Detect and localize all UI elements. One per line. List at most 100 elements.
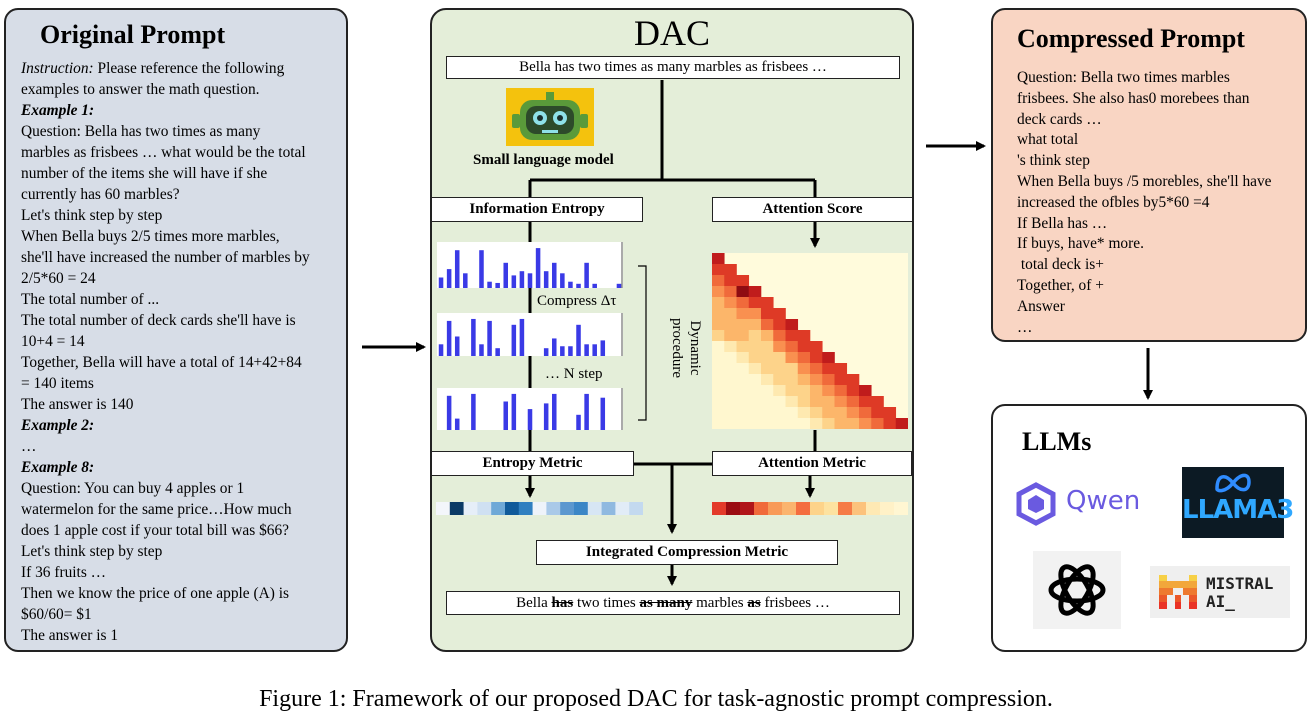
entropy-bar (584, 262, 589, 288)
example-8-line: Then we know the price of one apple (A) … (21, 585, 289, 602)
example-1-line: number of the items she will have if she (21, 165, 268, 182)
qwen-icon (1016, 482, 1056, 526)
dynamic-label-line-2: procedure (669, 318, 685, 378)
heatmap-cell (822, 352, 835, 364)
example-1-line: 10+4 = 14 (21, 333, 85, 350)
mistral-text-2: AI_ (1206, 592, 1235, 611)
entropy-bar (454, 250, 460, 288)
example-1-label: Example 1: (21, 102, 95, 119)
compressed-line: 's think step (1017, 152, 1090, 170)
example-1-line: The total number of ... (21, 291, 160, 308)
compressed-line: If Bella has … (1017, 214, 1108, 232)
heatmap-cell (773, 396, 786, 408)
heatmap-cell (736, 286, 750, 298)
heatmap-cell (773, 330, 786, 342)
heatmap-cell (822, 418, 835, 429)
heatmap-cell (748, 341, 762, 353)
heatmap-cell (883, 418, 897, 429)
example-1-line: marbles as frisbees … what would be the … (21, 144, 306, 161)
integrated-compression-metric-box: Integrated Compression Metric (536, 540, 838, 565)
heatmap-cell (773, 308, 786, 320)
dac-title: DAC (633, 13, 710, 53)
entropy-bars-step-1 (437, 313, 623, 356)
heatmap-cell (773, 418, 786, 429)
heatmap-cell (834, 363, 848, 375)
entropy-bar (568, 346, 573, 356)
entropy-bar (519, 318, 525, 356)
output-sentence-box: Bella has two times as many marbles as f… (446, 591, 900, 615)
heatmap-cell (712, 297, 725, 309)
attention-metric-box: Attention Metric (712, 451, 912, 476)
entropy-bar (543, 271, 549, 288)
heatmap-cell (724, 363, 737, 375)
example-8-line: Let's think step by step (21, 543, 163, 560)
heatmap-cell (797, 385, 811, 397)
example-8-line: does 1 apple cost if your total bill was… (21, 522, 289, 539)
attention-strip-cell (894, 502, 908, 515)
entropy-bar (454, 418, 460, 430)
entropy-bar (551, 393, 557, 430)
bars-background (437, 313, 623, 356)
heatmap-cell (859, 418, 872, 429)
heatmap-cell (834, 374, 848, 386)
entropy-strip-cell (449, 502, 464, 515)
heatmap-cell (736, 418, 750, 429)
entropy-bar (576, 414, 581, 430)
heatmap-cell (797, 396, 811, 408)
compressed-line: … (1017, 318, 1033, 336)
compress-label: Compress Δτ (537, 293, 617, 309)
entropy-bar (527, 273, 533, 288)
kept-word: Bella (516, 595, 552, 611)
heatmap-cell (797, 363, 811, 375)
mistral-wordmark: MISTRAL AI_ (1206, 575, 1273, 611)
heatmap-cell (712, 275, 725, 287)
heatmap-cell (712, 418, 725, 429)
attention-strip-cell (838, 502, 853, 515)
heatmap-cell (773, 374, 786, 386)
compressed-line: Answer (1017, 297, 1065, 315)
instruction-text: Please reference the following (93, 60, 285, 77)
heatmap-cell (761, 363, 774, 375)
compressed-line: increased the ofbles by5*60 =4 (1017, 193, 1210, 211)
heatmap-cell (846, 396, 860, 408)
dropped-word: as many (639, 595, 693, 611)
input-sentence-box: Bella has two times as many marbles as f… (446, 56, 900, 79)
heatmap-cell (748, 319, 762, 331)
heatmap-cell (859, 385, 872, 397)
heatmap-cell (871, 407, 884, 419)
entropy-bar (503, 401, 509, 430)
entropy-bar (471, 318, 476, 356)
attention-strip-cell (768, 502, 783, 515)
heatmap-cell (822, 385, 835, 397)
heatmap-cell (785, 352, 799, 364)
attention-strip-cell (740, 502, 755, 515)
heatmap-cell (736, 374, 750, 386)
entropy-bar (560, 273, 565, 288)
heatmap-cell (810, 374, 823, 386)
entropy-bar (592, 344, 597, 356)
example-8-line: $60/60= $1 (21, 606, 92, 623)
instruction-line: Instruction: Please reference the follow… (21, 58, 351, 79)
heatmap-cell (724, 297, 737, 309)
heatmap-cell (785, 385, 799, 397)
heatmap-cell (773, 319, 786, 331)
example-1-line: Question: Bella has two times as many (21, 123, 261, 140)
heatmap-cell (748, 330, 762, 342)
heatmap-cell (712, 330, 725, 342)
heatmap-cell (761, 308, 774, 320)
example-1-line: currently has 60 marbles? (21, 186, 180, 203)
heatmap-cell (871, 396, 884, 408)
heatmap-cell (761, 319, 774, 331)
entropy-bar (616, 283, 622, 288)
entropy-bar (543, 403, 549, 430)
compressed-prompt-panel (991, 8, 1307, 342)
entropy-bar (438, 277, 444, 288)
entropy-bar (600, 397, 606, 430)
attention-strip-cell (866, 502, 881, 515)
entropy-strip-cell (601, 502, 616, 515)
instruction-label: Instruction: (21, 60, 94, 77)
heatmap-cell (822, 407, 835, 419)
qwen-wordmark: Qwen (1066, 486, 1141, 516)
entropy-bar (576, 283, 581, 288)
heatmap-cell (773, 407, 786, 419)
